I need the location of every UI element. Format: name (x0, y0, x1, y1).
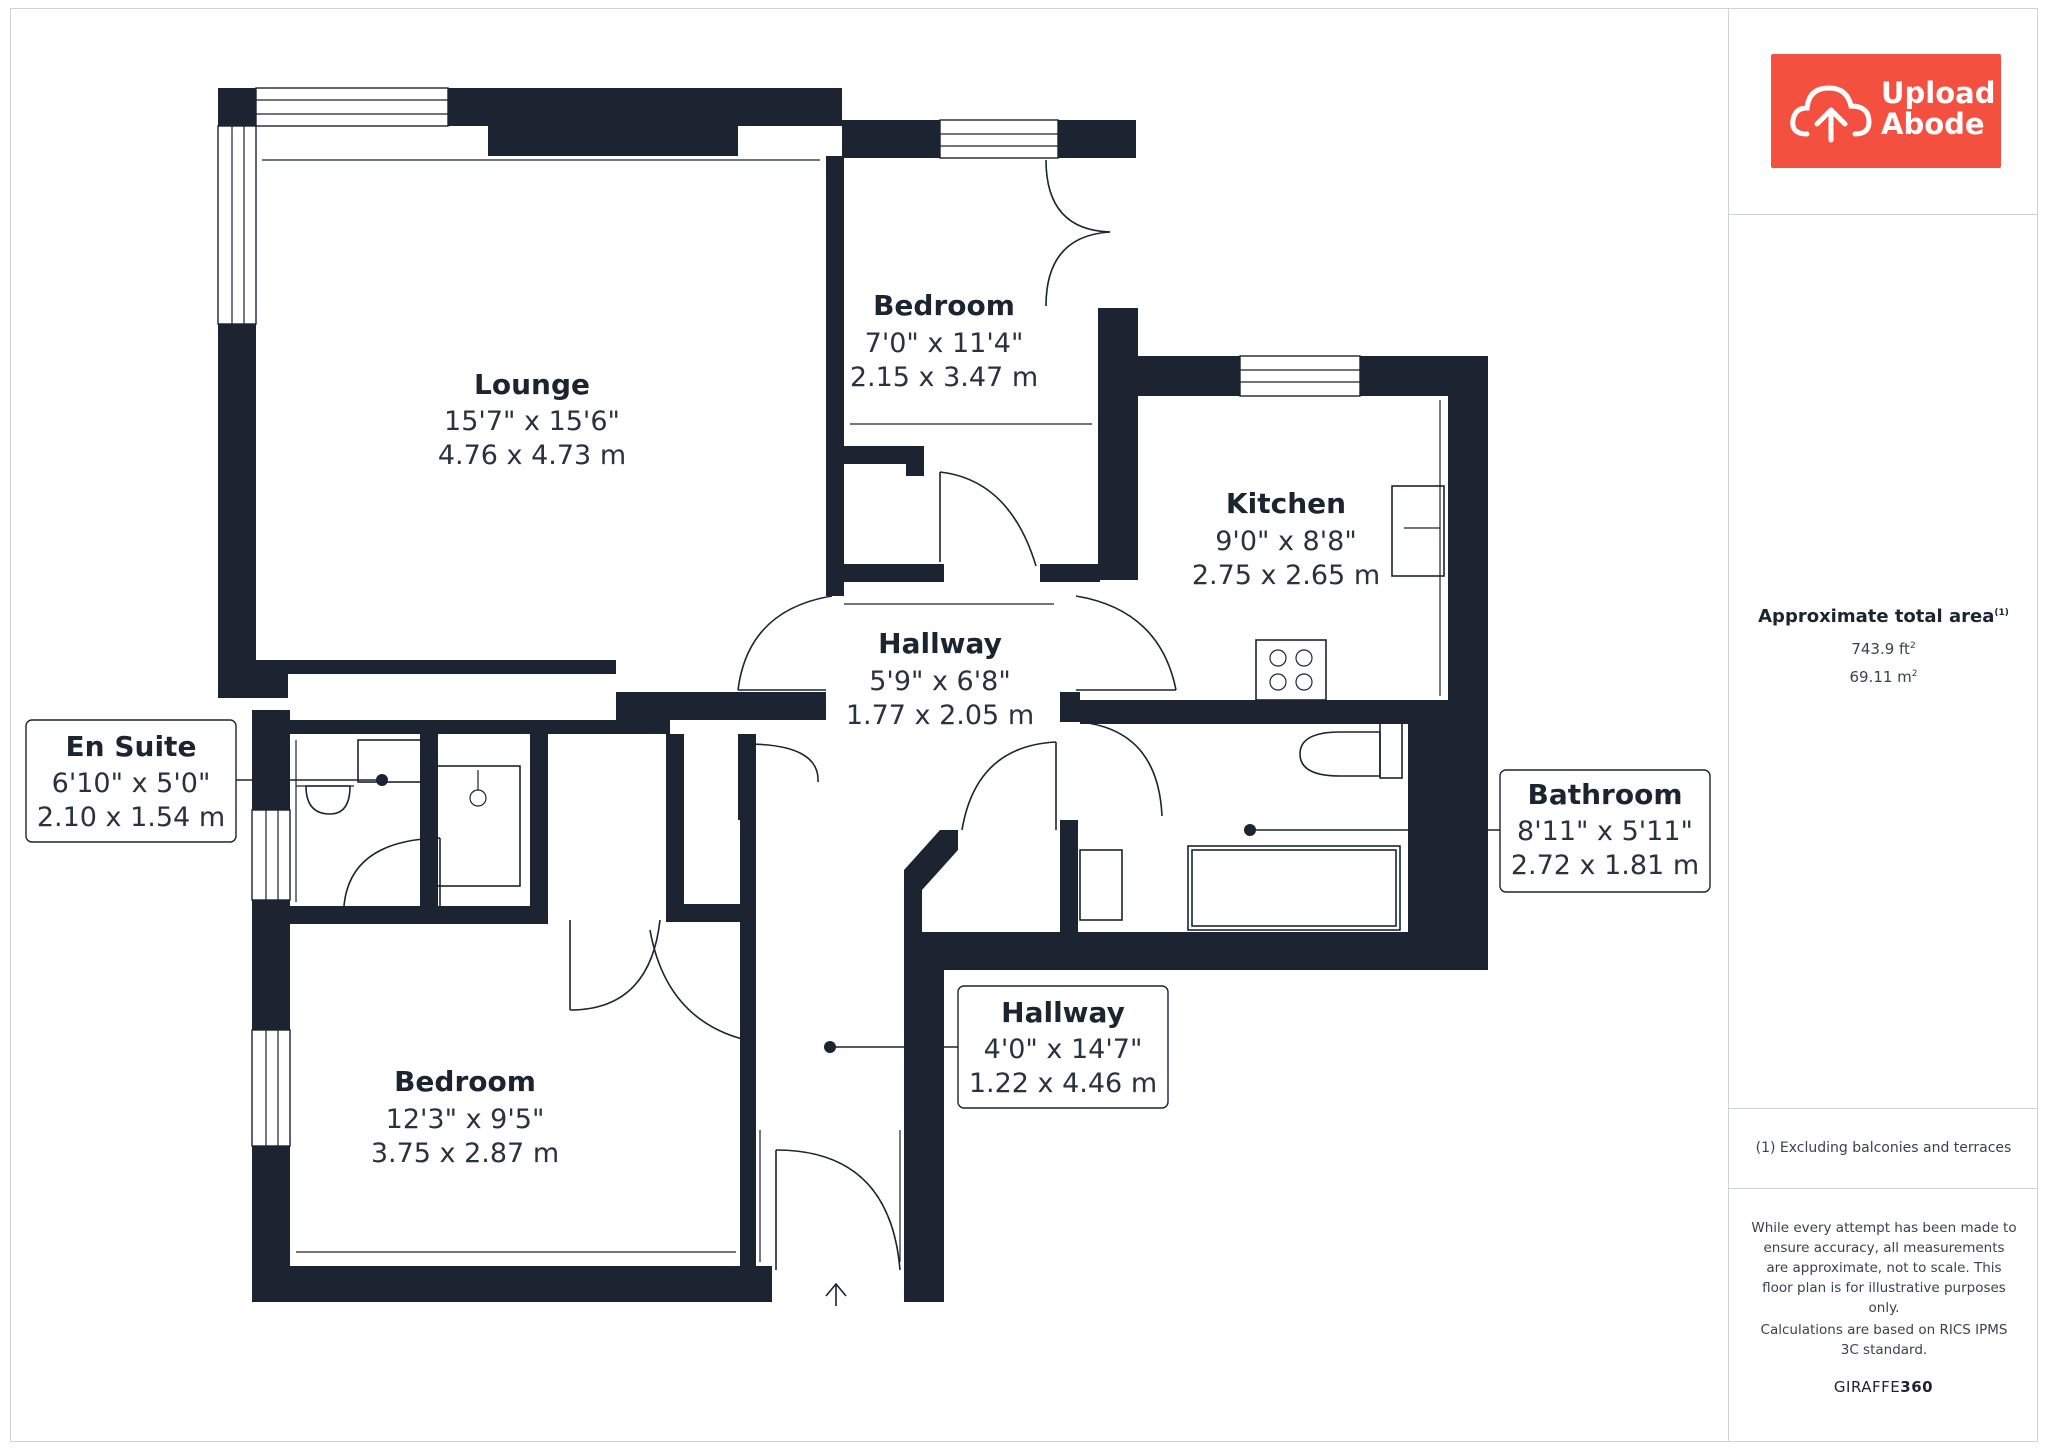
room-imperial: 4'0" x 14'7" (984, 1034, 1143, 1065)
room-imperial: 12'3" x 9'5" (386, 1104, 545, 1135)
room-name: Bedroom (394, 1065, 536, 1098)
room-imperial: 7'0" x 11'4" (865, 328, 1024, 359)
area-sqft: 743.9 ft2 (1729, 640, 2038, 658)
area-title: Approximate total area(1) (1729, 606, 2038, 627)
room-metric: 2.15 x 3.47 m (850, 362, 1038, 393)
sidebar-divider (1729, 214, 2038, 215)
bathroom-callout-box (1499, 769, 1711, 893)
room-kitchen: Kitchen 9'0" x 8'8" 2.75 x 2.65 m (1192, 487, 1380, 591)
room-bedroom-1: Bedroom 7'0" x 11'4" 2.15 x 3.47 m (850, 289, 1038, 393)
logo-line-2: Abode (1881, 107, 1985, 141)
page-frame (10, 8, 2038, 1442)
room-imperial: 6'10" x 5'0" (52, 768, 211, 799)
windows (217, 87, 1361, 1147)
area-sqft-sup: 2 (1909, 641, 1916, 651)
room-name: Hallway (1001, 996, 1125, 1029)
room-metric: 4.76 x 4.73 m (438, 440, 626, 471)
room-name: Hallway (878, 627, 1002, 660)
room-imperial: 15'7" x 15'6" (444, 406, 620, 437)
sidebar-divider (1729, 1108, 2038, 1109)
area-footnote: (1) Excluding balconies and terraces (1755, 1140, 2012, 1156)
room-metric: 3.75 x 2.87 m (371, 1138, 559, 1169)
ensuite-callout-box (25, 719, 237, 843)
logo-line-1: Upload (1881, 76, 1996, 110)
room-name: Kitchen (1226, 487, 1346, 520)
measure-lines (262, 159, 1441, 1262)
room-hallway-2: Hallway 4'0" x 14'7" 1.22 x 4.46 m (969, 996, 1157, 1099)
logo-text: Upload Abode (1881, 78, 1996, 140)
room-metric: 2.72 x 1.81 m (1511, 850, 1699, 881)
area-sqft-value: 743.9 ft (1851, 640, 1910, 658)
room-imperial: 9'0" x 8'8" (1215, 526, 1357, 557)
room-name: En Suite (66, 730, 197, 763)
sidebar-divider (1729, 1188, 2038, 1189)
fixtures (296, 485, 1445, 931)
room-bedroom-2: Bedroom 12'3" x 9'5" 3.75 x 2.87 m (371, 1065, 559, 1169)
room-name: Bedroom (873, 289, 1015, 322)
callout-leaders (236, 774, 1500, 1053)
info-sidebar: Upload Abode Approximate total area(1) 7… (1728, 8, 2038, 1442)
room-bathroom: Bathroom 8'11" x 5'11" 2.72 x 1.81 m (1511, 778, 1699, 881)
room-name: Bathroom (1527, 778, 1682, 811)
entrance-arrow-icon (825, 1282, 847, 1306)
brand-logo: Upload Abode (1771, 54, 2001, 168)
brand-part-a: GIRAFFE (1833, 1378, 1901, 1396)
hallway2-callout-box (957, 985, 1169, 1109)
brand-part-b: 360 (1900, 1378, 1934, 1396)
room-imperial: 5'9" x 6'8" (869, 666, 1011, 697)
floor-plan: Lounge 15'7" x 15'6" 4.76 x 4.73 m Bedro… (25, 87, 1711, 1306)
room-metric: 1.77 x 2.05 m (846, 700, 1034, 731)
giraffe360-brand: GIRAFFE360 (1729, 1378, 2038, 1396)
area-title-footnote-mark: (1) (1994, 608, 2009, 618)
room-metric: 1.22 x 4.46 m (969, 1068, 1157, 1099)
area-sqm: 69.11 m2 (1729, 668, 2038, 686)
room-lounge: Lounge 15'7" x 15'6" 4.76 x 4.73 m (438, 368, 626, 471)
cloud-upload-icon (1790, 85, 1872, 143)
room-imperial: 8'11" x 5'11" (1517, 816, 1693, 847)
walls (218, 88, 1488, 1302)
room-ensuite: En Suite 6'10" x 5'0" 2.10 x 1.54 m (37, 730, 225, 833)
calculations-text: Calculations are based on RICS IPMS 3C s… (1760, 1322, 2008, 1358)
disclaimer-text: While every attempt has been made to ens… (1751, 1220, 2017, 1316)
room-metric: 2.75 x 2.65 m (1192, 560, 1380, 591)
room-name: Lounge (474, 368, 590, 401)
room-metric: 2.10 x 1.54 m (37, 802, 225, 833)
room-hallway-1: Hallway 5'9" x 6'8" 1.77 x 2.05 m (846, 627, 1034, 731)
area-sqm-sup: 2 (1911, 669, 1918, 679)
doors (343, 159, 1177, 1271)
area-title-text: Approximate total area (1758, 606, 1995, 627)
area-sqm-value: 69.11 m (1849, 668, 1912, 686)
